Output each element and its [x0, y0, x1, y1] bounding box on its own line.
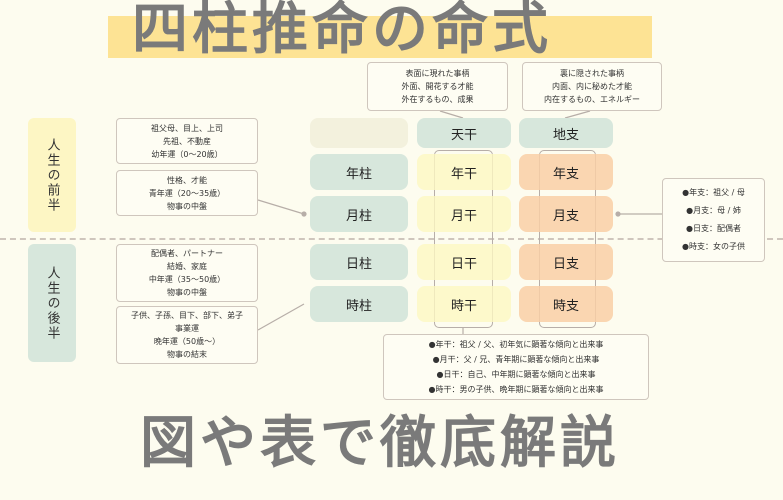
note-line: 事業運: [175, 324, 199, 333]
note-line: ●時支：女の子供: [682, 242, 745, 251]
note-line: 物事の中盤: [167, 201, 207, 211]
title-line-1: 四柱推命の命式: [132, 0, 552, 62]
note-line: 晩年運（50歳〜）: [153, 337, 221, 346]
hour-branch-cell: 時支: [519, 286, 613, 322]
note-line: 配偶者、パートナー: [151, 249, 223, 258]
note-line: 中年運（35〜50歳）: [148, 275, 226, 284]
year-branch-cell: 年支: [519, 154, 613, 190]
note-line: 内面、内に秘めた才能: [552, 82, 632, 91]
note-line: 性格、才能: [167, 175, 207, 185]
tenkan-note: 表面に現れた事柄 外面、開花する才能 外在するもの、成果: [367, 62, 508, 111]
hour-stem-cell: 時干: [417, 286, 511, 322]
note-line: ●年支：祖父 / 母: [682, 188, 745, 197]
first-half-label: 人生の前半: [28, 118, 76, 232]
header-pillar: [310, 118, 408, 148]
note-line: 裏に隠された事柄: [560, 69, 624, 78]
header-branch: 地支: [519, 118, 613, 148]
month-pillar-cell: 月柱: [310, 196, 408, 232]
month-branch-cell: 月支: [519, 196, 613, 232]
note-line: ●月支：母 / 姉: [686, 206, 741, 215]
chishi-note: 裏に隠された事柄 内面、内に秘めた才能 内在するもの、エネルギー: [522, 62, 662, 111]
note-line: 祖父母、目上、上司: [151, 123, 223, 133]
day-stem-cell: 日干: [417, 244, 511, 280]
year-pillar-cell: 年柱: [310, 154, 408, 190]
note-line: ●日支：配偶者: [686, 224, 741, 233]
second-half-label: 人生の後半: [28, 244, 76, 362]
note-line: ●日干：自己、中年期に顕著な傾向と出来事: [436, 370, 596, 379]
stem-family-note: ●年干：祖父 / 父、初年気に顕著な傾向と出来事 ●月干：父 / 兄、青年期に顕…: [383, 334, 649, 400]
note-line: ●月干：父 / 兄、青年期に顕著な傾向と出来事: [432, 355, 600, 364]
life-divider: [0, 238, 783, 240]
month-pillar-note: 性格、才能 青年運（20〜35歳） 物事の中盤: [116, 170, 258, 216]
note-line: 子供、子孫、目下、部下、弟子: [131, 311, 243, 320]
header-stem: 天干: [417, 118, 511, 148]
note-line: 幼年運（0〜20歳）: [151, 149, 223, 159]
hour-pillar-note: 子供、子孫、目下、部下、弟子 事業運 晩年運（50歳〜） 物事の結末: [116, 306, 258, 364]
note-line: 先祖、不動産: [163, 136, 211, 146]
day-pillar-note: 配偶者、パートナー 結婚、家庭 中年運（35〜50歳） 物事の中盤: [116, 244, 258, 302]
note-line: 外面、開花する才能: [401, 82, 474, 91]
note-line: ●年干：祖父 / 父、初年気に顕著な傾向と出来事: [428, 340, 604, 349]
month-stem-cell: 月干: [417, 196, 511, 232]
note-line: 物事の結末: [167, 350, 207, 359]
note-line: 結婚、家庭: [167, 262, 207, 271]
note-line: 外在するもの、成果: [401, 95, 474, 104]
note-line: 青年運（20〜35歳）: [148, 188, 226, 198]
stem-column-outline: [434, 150, 493, 328]
day-branch-cell: 日支: [519, 244, 613, 280]
note-line: 内在するもの、エネルギー: [544, 95, 640, 104]
branch-family-note: ●年支：祖父 / 母 ●月支：母 / 姉 ●日支：配偶者 ●時支：女の子供: [662, 178, 765, 262]
note-line: 表面に現れた事柄: [405, 69, 470, 78]
title-highlight-band: [108, 16, 652, 58]
year-pillar-note: 祖父母、目上、上司 先祖、不動産 幼年運（0〜20歳）: [116, 118, 258, 164]
branch-column-outline: [539, 150, 596, 328]
title-line-2: 図や表で徹底解説: [140, 411, 620, 476]
note-line: 物事の中盤: [167, 288, 207, 297]
day-pillar-cell: 日柱: [310, 244, 408, 280]
note-line: ●時干：男の子供、晩年期に顕著な傾向と出来事: [428, 385, 604, 394]
hour-pillar-cell: 時柱: [310, 286, 408, 322]
year-stem-cell: 年干: [417, 154, 511, 190]
